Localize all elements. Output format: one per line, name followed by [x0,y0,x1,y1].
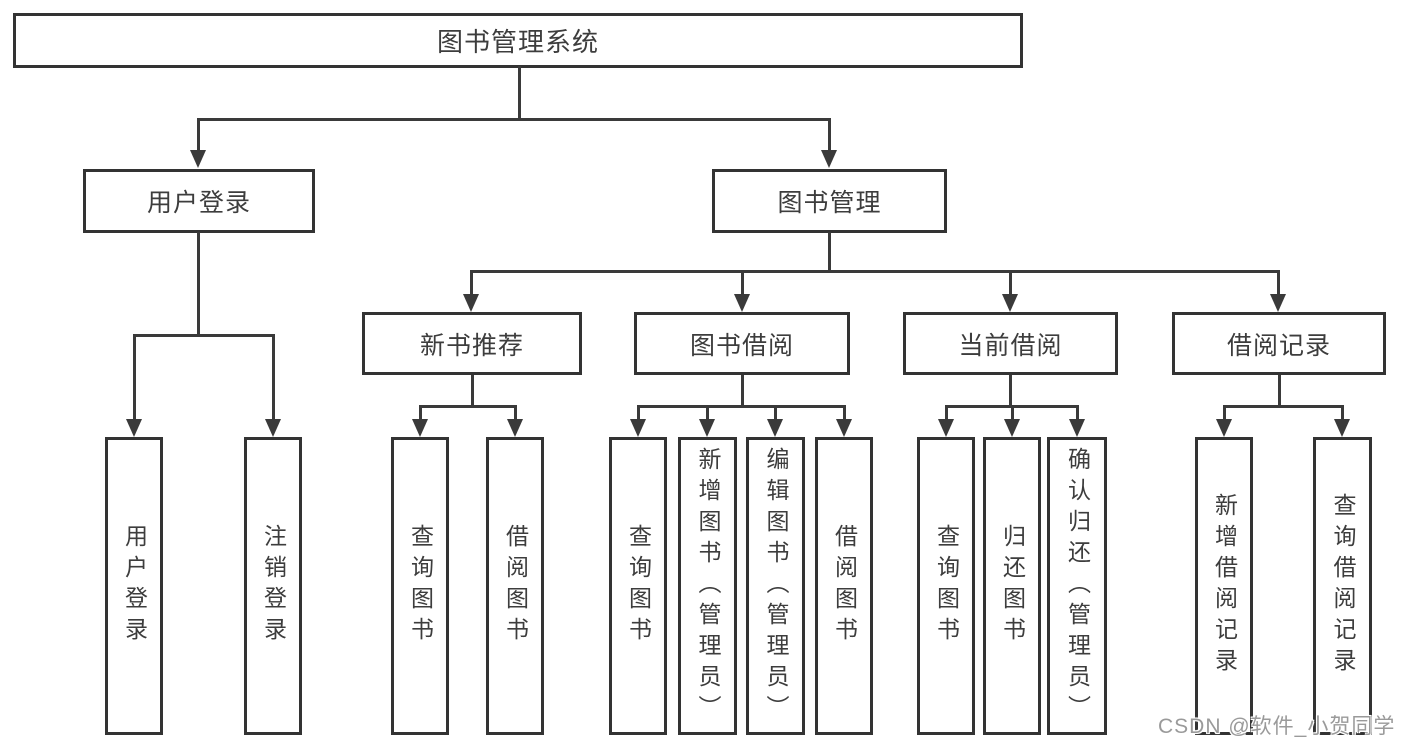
connector-line [470,270,473,296]
connector-line [133,334,275,337]
node-root: 图书管理系统 [13,13,1023,68]
node-book-management: 图书管理 [712,169,947,233]
node-book-borrowing: 图书借阅 [634,312,850,375]
connector-line [272,334,275,420]
arrow-down-icon [1334,419,1350,437]
leaf-label: 编辑图书（管理员） [763,446,789,726]
connector-line [197,118,831,121]
leaf-logout: 注销登录 [244,437,302,735]
watermark-csdn: CSDN @软件_小贺同学 [1158,715,1396,738]
leaf-label: 新增图书（管理员） [695,446,721,726]
connector-line [1223,405,1226,421]
connector-line [843,405,846,421]
arrow-down-icon [767,419,783,437]
leaf-label: 借阅图书 [502,524,529,648]
arrow-down-icon [412,419,428,437]
arrow-down-icon [265,419,281,437]
leaf-label: 查询图书 [625,524,652,648]
leaf-return-book: 归还图书 [983,437,1041,735]
connector-line [197,232,200,336]
arrow-down-icon [1069,419,1085,437]
connector-line [741,270,744,296]
arrow-down-icon [699,419,715,437]
leaf-query-book-borrowing: 查询图书 [609,437,667,735]
connector-line [774,405,777,421]
leaf-borrow-book-borrowing: 借阅图书 [815,437,873,735]
leaf-add-book-admin: 新增图书（管理员） [678,437,737,735]
leaf-query-book-recommend: 查询图书 [391,437,449,735]
arrow-down-icon [821,150,837,168]
connector-line [1076,405,1079,421]
arrow-down-icon [836,419,852,437]
connector-line [518,66,521,120]
arrow-down-icon [126,419,142,437]
connector-line [1277,270,1280,296]
connector-line [1278,375,1281,407]
connector-line [514,405,517,421]
connector-line [419,405,422,421]
leaf-query-borrow-record: 查询借阅记录 [1313,437,1372,735]
connector-line [637,405,640,421]
node-new-book-recommendation: 新书推荐 [362,312,582,375]
leaf-label: 查询借阅记录 [1330,493,1356,679]
arrow-down-icon [734,294,750,312]
arrow-down-icon [1270,294,1286,312]
leaf-label: 新增借阅记录 [1211,493,1238,679]
arrow-down-icon [190,150,206,168]
connector-line [828,232,831,272]
connector-line [637,405,846,408]
leaf-user-login: 用户登录 [105,437,163,735]
leaf-borrow-book-recommend: 借阅图书 [486,437,544,735]
arrow-down-icon [507,419,523,437]
connector-line [1011,405,1014,421]
connector-line [1009,375,1012,407]
arrow-down-icon [630,419,646,437]
node-current-borrowing: 当前借阅 [903,312,1118,375]
arrow-down-icon [1216,419,1232,437]
connector-line [197,118,200,152]
leaf-label: 借阅图书 [831,524,858,648]
connector-line [471,375,474,407]
leaf-add-borrow-record: 新增借阅记录 [1195,437,1253,735]
connector-line [133,334,136,420]
leaf-label: 归还图书 [999,524,1026,648]
leaf-query-book-current: 查询图书 [917,437,975,735]
connector-line [1223,405,1344,408]
node-borrowing-records: 借阅记录 [1172,312,1386,375]
leaf-edit-book-admin: 编辑图书（管理员） [746,437,805,735]
arrow-down-icon [463,294,479,312]
leaf-label: 注销登录 [260,524,287,648]
leaf-label: 查询图书 [407,524,434,648]
connector-line [945,405,948,421]
arrow-down-icon [1002,294,1018,312]
connector-line [1341,405,1344,421]
connector-line [470,270,1279,273]
connector-line [706,405,709,421]
connector-line [419,405,517,408]
leaf-confirm-return-admin: 确认归还（管理员） [1047,437,1107,735]
arrow-down-icon [1004,419,1020,437]
leaf-label: 确认归还（管理员） [1064,446,1091,726]
connector-line [1009,270,1012,296]
leaf-label: 查询图书 [933,524,960,648]
node-user-login: 用户登录 [83,169,315,233]
connector-line [828,118,831,152]
leaf-label: 用户登录 [121,524,148,648]
arrow-down-icon [938,419,954,437]
connector-line [741,375,744,407]
